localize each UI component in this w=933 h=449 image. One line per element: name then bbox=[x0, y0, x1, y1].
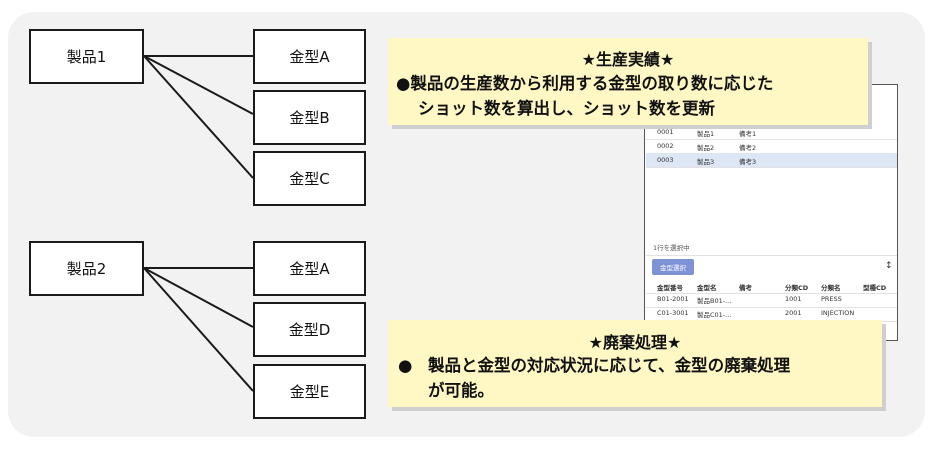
link-p1-moldB bbox=[143, 55, 254, 115]
disposal-line-2: が可能。 bbox=[428, 381, 494, 400]
disposal-callout: ★廃棄処理★ ● 製品と金型の対応状況に応じて、金型の廃棄処理 が可能。 bbox=[388, 320, 882, 407]
link-p1-moldC bbox=[143, 55, 254, 179]
bullet-icon: ● bbox=[396, 74, 411, 93]
selection-status: 1行を選択中 bbox=[653, 244, 690, 252]
mold-node-1a: 金型A bbox=[253, 29, 366, 84]
product-node-2: 製品2 bbox=[29, 241, 144, 296]
disposal-line-1: 製品と金型の対応状況に応じて、金型の廃棄処理 bbox=[428, 356, 791, 375]
mold-node-2a: 金型A bbox=[253, 241, 366, 296]
disposal-callout-body: ● 製品と金型の対応状況に応じて、金型の廃棄処理 が可能。 bbox=[398, 353, 790, 403]
mold-node-1b: 金型B bbox=[253, 90, 366, 145]
production-line-1: 製品の生産数から利用する金型の取り数に応じた bbox=[410, 74, 774, 93]
product-row-selected[interactable]: 0003 製品3 備考3 bbox=[646, 153, 897, 167]
mold-select-button[interactable]: 金型選択 bbox=[652, 259, 694, 275]
product-row[interactable]: 0001 製品1 備考1 bbox=[657, 128, 757, 138]
disposal-callout-title: ★廃棄処理★ bbox=[588, 333, 682, 352]
link-p2-moldE bbox=[143, 267, 254, 392]
mold-node-1c: 金型C bbox=[253, 151, 366, 206]
production-callout-body: ●製品の生産数から利用する金型の取り数に応じた ショット数を算出し、ショット数を… bbox=[396, 71, 773, 121]
sort-icon[interactable]: ↕ bbox=[885, 261, 893, 271]
mold-node-2d: 金型D bbox=[253, 302, 366, 357]
mold-node-2e: 金型E bbox=[253, 364, 366, 419]
product-row[interactable]: 0002 製品2 備考2 bbox=[657, 142, 757, 152]
app-screenshot: 0001 製品1 備考1 0002 製品2 備考2 0003 製品3 備考3 1… bbox=[644, 84, 898, 341]
link-p2-moldD bbox=[143, 267, 254, 328]
mold-table-header: 金型番号 金型名 備考 分類CD 分類名 型種CD bbox=[657, 284, 887, 292]
production-line-2: ショット数を算出し、ショット数を更新 bbox=[418, 99, 715, 118]
bullet-icon: ● bbox=[398, 356, 413, 375]
production-callout: ★生産実績★ ●製品の生産数から利用する金型の取り数に応じた ショット数を算出し… bbox=[388, 38, 868, 125]
mold-row[interactable]: C01-3001 製品C01-... 2001 INJECTION bbox=[657, 309, 855, 319]
production-callout-title: ★生産実績★ bbox=[581, 50, 675, 69]
mold-row[interactable]: B01-2001 製品B01-... 1001 PRESS bbox=[657, 295, 842, 305]
product-node-1: 製品1 bbox=[29, 29, 144, 84]
